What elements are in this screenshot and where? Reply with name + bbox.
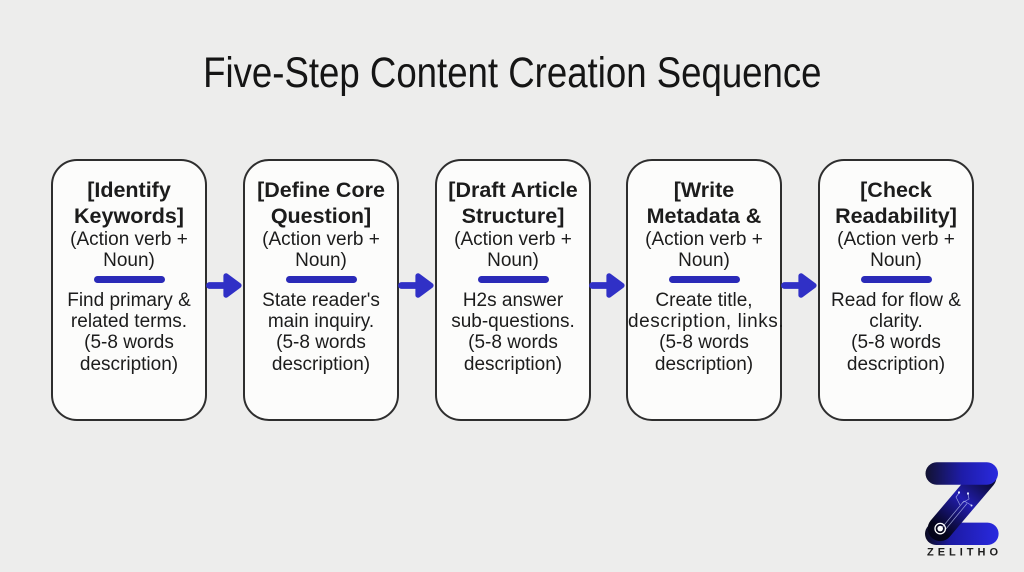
svg-text:ZELITHO: ZELITHO — [927, 547, 1001, 559]
